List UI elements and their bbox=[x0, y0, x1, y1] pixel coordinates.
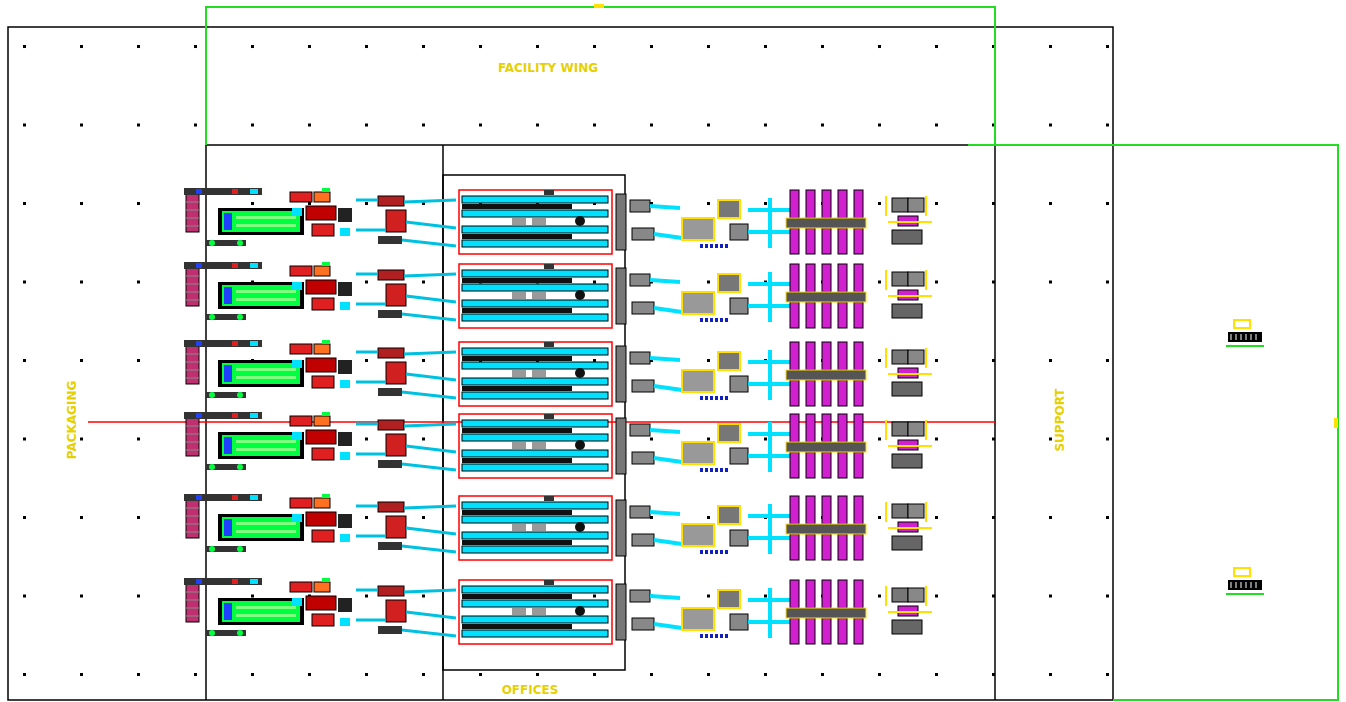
wing-region: FACILITY WING bbox=[206, 7, 995, 145]
packaging-region: PACKAGING bbox=[8, 27, 206, 700]
support-equipment bbox=[1226, 320, 1264, 594]
offices-region: OFFICES bbox=[443, 145, 995, 700]
process-lines bbox=[184, 188, 932, 644]
region-label: SUPPORT bbox=[1053, 386, 1067, 453]
region-label: FACILITY WING bbox=[496, 61, 600, 75]
walls bbox=[8, 27, 1113, 700]
grid-dots bbox=[0, 0, 1113, 702]
region-label: PACKAGING bbox=[65, 379, 79, 462]
region-label: OFFICES bbox=[500, 683, 561, 697]
support-region: SUPPORT bbox=[995, 27, 1113, 700]
